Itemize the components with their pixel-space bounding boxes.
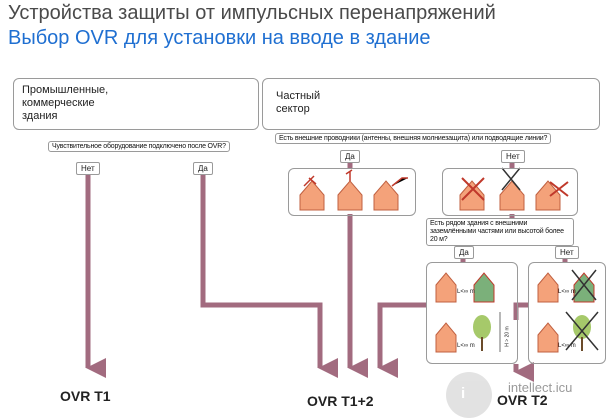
distance-label-no-bottom: L<∞ m (558, 343, 576, 349)
crossed-house-rod-icon (499, 167, 525, 211)
distance-label-yes-bottom: L<∞ m (457, 343, 475, 349)
flow-arrows (85, 162, 568, 382)
distance-label-yes-top: L<∞ m (457, 289, 475, 295)
nearby-no-houses-icon (537, 269, 599, 353)
crossed-house-line-icon (535, 180, 569, 211)
private-box-text: Частный сектор (276, 90, 321, 115)
label-yes-external: Да (340, 150, 360, 163)
house-with-lightning-rod-icon (337, 169, 363, 211)
no-case-box (442, 168, 578, 216)
crossed-house-antenna-icon (459, 177, 485, 211)
arrow-yes-case-to-t12 (377, 302, 426, 378)
height-label: H > 20 m (504, 326, 511, 347)
nearby-yes-houses-icon (435, 272, 501, 353)
nearby-no-box (528, 262, 606, 364)
industrial-box-text: Промышленные, коммерческие здания (22, 84, 109, 122)
industrial-box (13, 78, 259, 130)
watermark-text: intellect.icu (508, 380, 573, 395)
output-ovr-t2: OVR T2 (497, 392, 548, 408)
label-yes-nearby: Да (454, 246, 474, 259)
label-yes-t12: Да (193, 162, 213, 175)
label-no-t1: Нет (76, 162, 100, 175)
house-with-overhead-line-icon (373, 177, 408, 211)
arrow-no-case-to-t2 (513, 302, 528, 320)
question-nearby-buildings: Есть рядом здания с внешними заземлённым… (426, 218, 574, 246)
yes-case-box (288, 168, 416, 216)
private-box (262, 78, 600, 130)
label-no-external: Нет (501, 150, 525, 163)
nearby-yes-box (426, 262, 518, 364)
label-no-nearby: Нет (555, 246, 579, 259)
watermark-logo: i (446, 372, 492, 418)
output-ovr-t1: OVR T1 (60, 388, 111, 404)
title-line-2: Выбор OVR для установки на вводе в здани… (8, 27, 431, 49)
output-ovr-t12: OVR T1+2 (307, 393, 374, 409)
distance-label-no-top: L<∞ m (558, 289, 576, 295)
arrow-yes-to-t12 (200, 170, 338, 378)
house-with-antenna-icon (299, 175, 325, 211)
question-sensitive-equipment: Чувствительное оборудование подключено п… (48, 141, 230, 152)
question-external-conductors: Есть внешние проводники (антенны, внешня… (275, 133, 552, 144)
title-line-1: Устройства защиты от импульсных перенапр… (8, 2, 496, 24)
